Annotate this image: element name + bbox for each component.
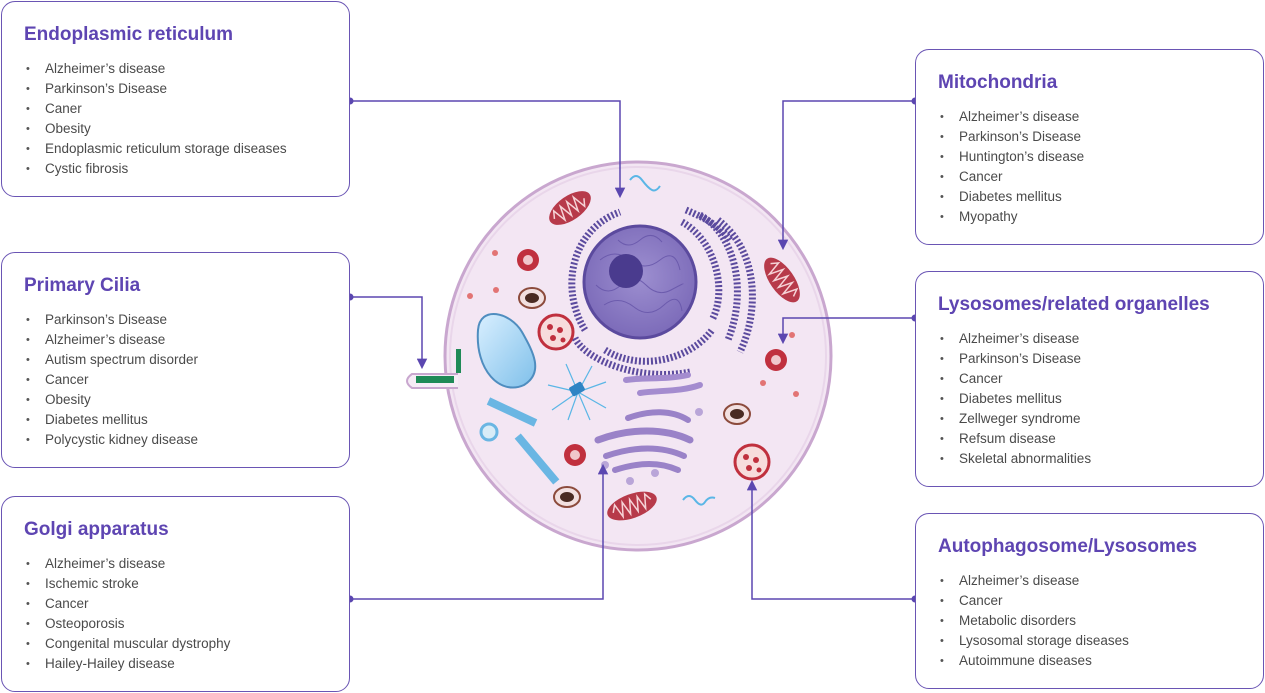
disease-list: Alzheimer’s disease Parkinson’s Disease …	[938, 107, 1084, 227]
list-item: Cancer	[938, 369, 1091, 389]
list-item: Alzheimer’s disease	[24, 330, 198, 350]
card-title: Lysosomes/related organelles	[938, 294, 1210, 315]
list-item: Parkinson’s Disease	[938, 127, 1084, 147]
mitochondria-disease-card: Mitochondria Alzheimer’s disease Parkins…	[915, 49, 1264, 245]
golgi-disease-card: Golgi apparatus Alzheimer’s disease Isch…	[1, 496, 350, 692]
list-item: Parkinson’s Disease	[24, 310, 198, 330]
primary-cilium	[406, 349, 461, 389]
list-item: Diabetes mellitus	[938, 389, 1091, 409]
disease-list: Alzheimer’s disease Parkinson’s Disease …	[938, 329, 1091, 469]
autophagosomes	[537, 313, 771, 481]
list-item: Alzheimer’s disease	[24, 59, 287, 79]
lysosomes	[517, 249, 787, 466]
list-item: Cancer	[938, 167, 1084, 187]
list-item: Ischemic stroke	[24, 574, 230, 594]
golgi-apparatus	[594, 409, 694, 473]
list-item: Alzheimer’s disease	[938, 571, 1129, 591]
list-item: Parkinson’s Disease	[938, 349, 1091, 369]
nucleolus	[609, 254, 643, 288]
list-item: Endoplasmic reticulum storage diseases	[24, 139, 287, 159]
list-item: Alzheimer’s disease	[938, 329, 1091, 349]
list-item: Diabetes mellitus	[938, 187, 1084, 207]
card-title: Primary Cilia	[24, 275, 141, 296]
disease-list: Alzheimer’s disease Ischemic stroke Canc…	[24, 554, 230, 674]
autophagosome-disease-card: Autophagosome/Lysosomes Alzheimer’s dise…	[915, 513, 1264, 689]
peroxisomes	[518, 287, 751, 508]
list-item: Alzheimer’s disease	[938, 107, 1084, 127]
list-item: Congenital muscular dystrophy	[24, 634, 230, 654]
list-item: Cancer	[24, 594, 230, 614]
mitochondria	[549, 191, 800, 521]
disease-list: Alzheimer’s disease Cancer Metabolic dis…	[938, 571, 1129, 671]
list-item: Autism spectrum disorder	[24, 350, 198, 370]
connectors	[350, 100, 915, 600]
list-item: Hailey-Hailey disease	[24, 654, 230, 674]
list-item: Skeletal abnormalities	[938, 449, 1091, 469]
endoplasmic-reticulum	[568, 206, 756, 378]
list-item: Polycystic kidney disease	[24, 430, 198, 450]
list-item: Cancer	[938, 591, 1129, 611]
list-item: Caner	[24, 99, 287, 119]
lysosome-disease-card: Lysosomes/related organelles Alzheimer’s…	[915, 271, 1264, 487]
list-item: Obesity	[24, 390, 198, 410]
list-item: Obesity	[24, 119, 287, 139]
list-item: Metabolic disorders	[938, 611, 1129, 631]
card-title: Mitochondria	[938, 72, 1058, 93]
disease-list: Alzheimer’s disease Parkinson’s Disease …	[24, 59, 287, 179]
card-title: Golgi apparatus	[24, 519, 169, 540]
list-item: Myopathy	[938, 207, 1084, 227]
list-item: Cancer	[24, 370, 198, 390]
list-item: Diabetes mellitus	[24, 410, 198, 430]
list-item: Huntington’s disease	[938, 147, 1084, 167]
list-item: Refsum disease	[938, 429, 1091, 449]
list-item: Osteoporosis	[24, 614, 230, 634]
list-item: Lysosomal storage diseases	[938, 631, 1129, 651]
list-item: Autoimmune diseases	[938, 651, 1129, 671]
cilia-disease-card: Primary Cilia Parkinson’s Disease Alzhei…	[1, 252, 350, 468]
list-item: Zellweger syndrome	[938, 409, 1091, 429]
cytoskeleton	[486, 397, 560, 485]
list-item: Cystic fibrosis	[24, 159, 287, 179]
vacuole	[476, 312, 537, 389]
er-disease-card: Endoplasmic reticulum Alzheimer’s diseas…	[1, 1, 350, 197]
card-title: Autophagosome/Lysosomes	[938, 536, 1198, 557]
card-title: Endoplasmic reticulum	[24, 24, 234, 45]
nucleus	[582, 224, 698, 340]
list-item: Alzheimer’s disease	[24, 554, 230, 574]
list-item: Parkinson’s Disease	[24, 79, 287, 99]
disease-list: Parkinson’s Disease Alzheimer’s disease …	[24, 310, 198, 450]
